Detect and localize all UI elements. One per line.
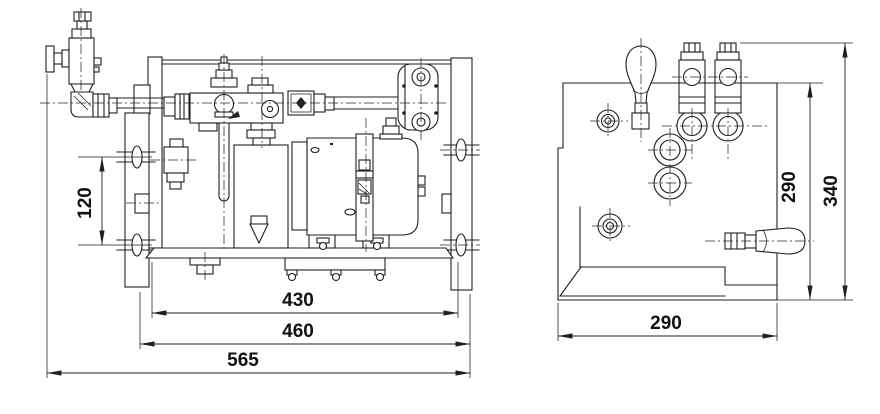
solenoid-block xyxy=(163,138,189,190)
relief-valve-assembly xyxy=(45,11,165,118)
dim-slot-spacing: 120 xyxy=(75,156,152,246)
top-view-centerlines xyxy=(590,38,814,244)
left-mounting-bracket xyxy=(116,112,156,288)
pump-pipe xyxy=(333,96,401,110)
motor-foot-strip xyxy=(284,257,386,282)
dim-overall-height: 340 xyxy=(821,43,848,300)
pump-head xyxy=(397,63,439,132)
dim-label-340: 340 xyxy=(821,175,842,207)
dim-label-430: 430 xyxy=(282,290,314,311)
adjust-knob xyxy=(45,45,55,73)
plug-fitting xyxy=(724,227,806,255)
dim-label-565: 565 xyxy=(227,350,259,371)
dim-label-460: 460 xyxy=(282,321,314,342)
coupler-fitting-1 xyxy=(676,42,708,142)
base-plate xyxy=(144,247,455,282)
dim-base-depth: 290 xyxy=(558,313,777,339)
suction-strainer xyxy=(249,223,269,245)
inlet-fittings xyxy=(163,93,190,120)
dim-label-120: 120 xyxy=(75,187,96,219)
dim-panel-height: 290 xyxy=(779,83,813,300)
side-view: 120 430 460 565 xyxy=(40,8,480,378)
dim-base-length: 430 xyxy=(151,262,459,318)
gauge-port xyxy=(260,99,280,119)
dim-label-290-vertical: 290 xyxy=(779,171,800,203)
coupler-fitting-2 xyxy=(712,42,744,142)
dim-frame-length: 460 xyxy=(139,292,471,378)
valve-handle-arrow xyxy=(228,111,240,119)
motor-clamp-band xyxy=(355,133,374,242)
dim-overall-length: 565 xyxy=(46,74,470,378)
extension-lines xyxy=(557,42,853,341)
dim-label-290-bottom: 290 xyxy=(650,313,682,334)
side-view-centerlines xyxy=(40,8,480,281)
reservoir-tank xyxy=(233,144,289,249)
mounting-plate-outline xyxy=(557,82,778,301)
pipe-support-tab xyxy=(133,84,151,115)
motor-assembly xyxy=(291,117,426,251)
valve-body xyxy=(68,37,95,85)
manifold-block xyxy=(189,56,284,146)
motor-end-cap xyxy=(291,141,308,231)
top-view: 290 340 290 xyxy=(557,38,853,341)
